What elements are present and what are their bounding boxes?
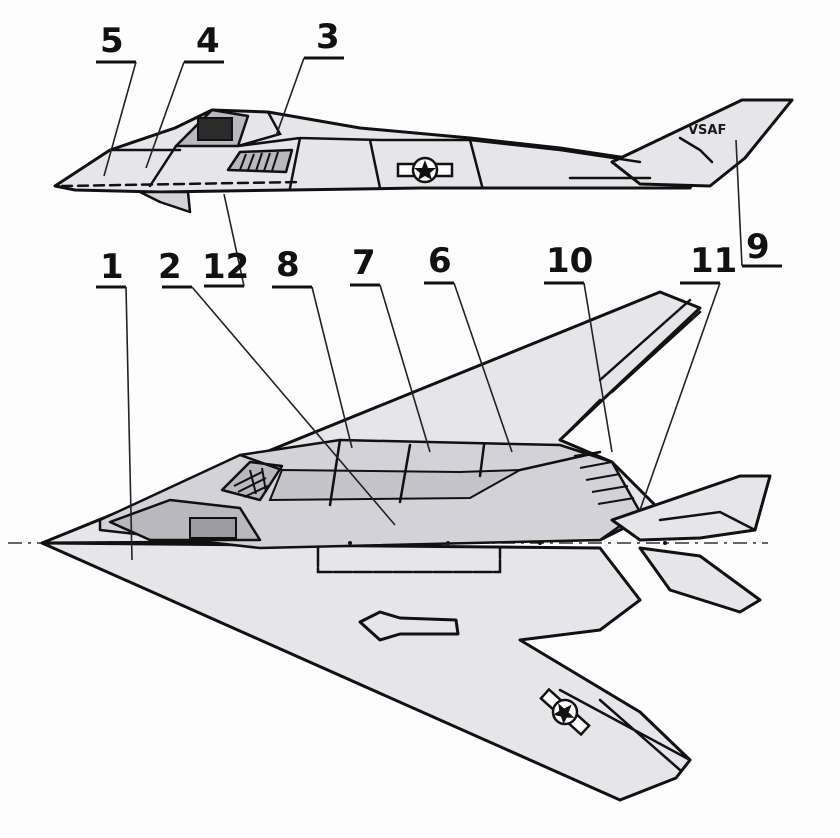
top-insignia — [539, 687, 591, 737]
side-tail-panel — [568, 136, 714, 180]
side-tail-fin — [610, 98, 794, 188]
side-insignia — [396, 156, 454, 184]
callout-6: 6 — [428, 241, 452, 281]
top-exhaust-slots — [573, 451, 635, 505]
callout-8: 8 — [276, 245, 300, 285]
callout-12: 12 — [202, 247, 249, 287]
side-canopy-window — [197, 117, 233, 141]
callout-5: 5 — [100, 21, 124, 61]
top-lower-trailing-edge — [558, 688, 692, 772]
callout-9: 9 — [746, 227, 770, 267]
top-canopy-glass — [189, 517, 237, 539]
callout-10: 10 — [546, 241, 593, 281]
top-vtail-lower — [638, 546, 762, 614]
top-upper-trailing-edge — [558, 298, 702, 442]
callout-leaders — [96, 56, 782, 561]
top-body-panel-lines — [238, 438, 602, 507]
side-intake-grille — [226, 148, 294, 174]
side-belly-dashes — [60, 180, 302, 188]
callout-3: 3 — [316, 17, 340, 57]
top-pod — [358, 610, 460, 642]
side-panel-lines — [108, 110, 642, 190]
top-view — [8, 290, 772, 802]
centerline-marks — [108, 541, 667, 545]
top-wing-lower — [40, 541, 692, 802]
callout-11: 11 — [690, 241, 737, 281]
top-bomb-bay — [316, 546, 502, 574]
callout-1: 1 — [100, 247, 124, 287]
top-vtail-upper-panel — [658, 510, 757, 532]
callout-4: 4 — [196, 21, 220, 61]
callout-7: 7 — [352, 243, 376, 283]
top-intake-grille — [220, 460, 284, 502]
side-view: VSAF — [53, 98, 794, 214]
callout-2: 2 — [158, 247, 182, 287]
tail-marking-text: VSAF — [688, 123, 726, 138]
side-ventral-fin — [138, 190, 192, 214]
callout-numbers: 5 4 3 9 1 2 12 8 7 6 10 11 — [100, 17, 770, 287]
